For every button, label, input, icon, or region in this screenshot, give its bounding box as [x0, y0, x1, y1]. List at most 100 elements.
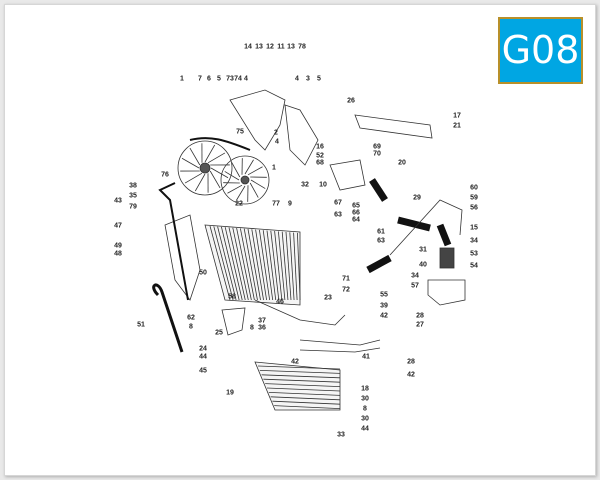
callout-78: 78: [298, 43, 306, 51]
callout-28: 28: [416, 312, 424, 320]
callout-55: 55: [380, 291, 388, 299]
callout-47: 47: [114, 222, 122, 230]
oil-cooler: [254, 361, 341, 411]
hose-31: [436, 223, 452, 247]
thermostat-housing: [329, 159, 366, 191]
expansion-tank: [164, 214, 201, 301]
callout-73: 73: [226, 75, 234, 83]
fan-bracket: [229, 89, 286, 151]
callout-72: 72: [342, 286, 350, 294]
callout-42: 42: [407, 371, 415, 379]
callout-39: 39: [380, 302, 388, 310]
fan-bracket-right: [284, 104, 319, 166]
callout-37: 37: [258, 317, 266, 325]
coolant-pipe-upper: [354, 114, 433, 139]
callout-57: 57: [411, 282, 419, 290]
callout-35: 35: [129, 192, 137, 200]
callout-75: 75: [236, 128, 244, 136]
callout-74: 74: [234, 75, 242, 83]
callout-4: 4: [295, 75, 299, 83]
callout-30: 30: [361, 415, 369, 423]
callout-44: 44: [361, 425, 369, 433]
cooling-fan-left: [177, 140, 233, 196]
callout-22: 22: [235, 200, 243, 208]
callout-50: 50: [199, 269, 207, 277]
callout-32: 32: [301, 181, 309, 189]
callout-71: 71: [342, 275, 350, 283]
coolant-pipe-23: [254, 299, 346, 326]
callout-11: 11: [277, 43, 285, 51]
callout-2: 2: [274, 129, 278, 137]
callout-28: 28: [407, 358, 415, 366]
callout-1: 1: [272, 164, 276, 172]
callout-45: 45: [199, 367, 207, 375]
callout-63: 63: [377, 237, 385, 245]
callout-30: 30: [361, 395, 369, 403]
callout-31: 31: [419, 246, 427, 254]
callout-46: 46: [276, 298, 284, 306]
callout-10: 10: [319, 181, 327, 189]
callout-60: 60: [470, 184, 478, 192]
callout-24: 24: [199, 345, 207, 353]
callout-76: 76: [161, 171, 169, 179]
callout-61: 61: [377, 228, 385, 236]
wiring-harness: [189, 137, 251, 151]
callout-9: 9: [288, 200, 292, 208]
tank-hose: [158, 182, 189, 301]
callout-34: 34: [470, 237, 478, 245]
callout-52: 52: [316, 152, 324, 160]
pipe-56: [389, 199, 463, 256]
callout-26: 26: [347, 97, 355, 105]
callout-5: 5: [317, 75, 321, 83]
callout-40: 40: [419, 261, 427, 269]
callout-18: 18: [361, 385, 369, 393]
callout-42: 42: [380, 312, 388, 320]
hose-29: [397, 216, 431, 232]
callout-49: 49: [114, 242, 122, 250]
radiator: [204, 224, 301, 306]
callout-44: 44: [199, 353, 207, 361]
callout-36: 36: [258, 324, 266, 332]
callout-59: 59: [470, 194, 478, 202]
callout-12: 12: [266, 43, 274, 51]
water-pump: [427, 279, 466, 306]
callout-62: 62: [187, 314, 195, 322]
callout-51: 51: [137, 321, 145, 329]
hose-64: [369, 178, 388, 202]
callout-63: 63: [334, 211, 342, 219]
callout-8: 8: [189, 323, 193, 331]
oil-lines: [299, 339, 381, 353]
callout-58: 58: [228, 293, 236, 301]
callout-19: 19: [226, 389, 234, 397]
cooling-fan-right: [220, 155, 270, 205]
callout-68: 68: [316, 159, 324, 167]
callout-14: 14: [244, 43, 252, 51]
callout-54: 54: [470, 262, 478, 270]
callout-15: 15: [470, 224, 478, 232]
callout-79: 79: [129, 203, 137, 211]
callout-41: 41: [362, 353, 370, 361]
callout-21: 21: [453, 122, 461, 130]
callout-5: 5: [217, 75, 221, 83]
callout-42: 42: [291, 358, 299, 366]
callout-20: 20: [398, 159, 406, 167]
callout-4: 4: [244, 75, 248, 83]
callout-38: 38: [129, 182, 137, 190]
callout-77: 77: [272, 200, 280, 208]
callout-6: 6: [207, 75, 211, 83]
callout-65: 65: [352, 202, 360, 210]
callout-25: 25: [215, 329, 223, 337]
callout-66: 66: [352, 209, 360, 217]
callout-8: 8: [250, 324, 254, 332]
callout-23: 23: [324, 294, 332, 302]
callout-53: 53: [470, 250, 478, 258]
callout-64: 64: [352, 216, 360, 224]
hose-53: [439, 247, 455, 269]
hose-57: [366, 254, 392, 274]
callout-13: 13: [287, 43, 295, 51]
callout-17: 17: [453, 112, 461, 120]
callout-34: 34: [411, 272, 419, 280]
callout-33: 33: [337, 431, 345, 439]
callout-13: 13: [255, 43, 263, 51]
